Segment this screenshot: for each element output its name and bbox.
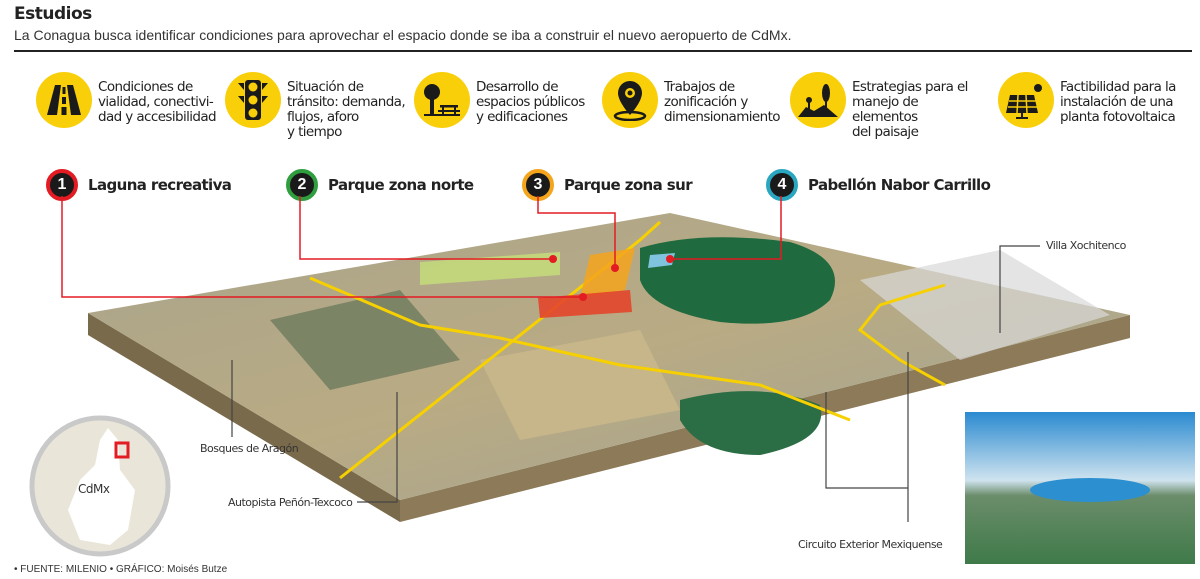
- map-side-left: [88, 313, 400, 522]
- label-circuito-exterior: Circuito Exterior Mexiquense: [798, 538, 943, 551]
- zone-2-area: [420, 252, 560, 285]
- page-subtitle: La Conagua busca identificar condiciones…: [14, 27, 792, 43]
- zone-2-label: 2 Parque zona norte: [286, 169, 474, 201]
- location-pin-icon: [602, 72, 658, 128]
- page-title: Estudios: [14, 4, 92, 24]
- label-autopista: Autopista Peñón-Texcoco: [228, 496, 353, 509]
- label-cdmx: CdMx: [78, 482, 110, 496]
- feature-text: Condiciones de vialidad, conectivi- dad …: [98, 79, 217, 125]
- leader-lines: [61, 196, 782, 298]
- zone-number-badge: 2: [286, 169, 318, 201]
- feature-text: Desarrollo de espacios públicos y edific…: [476, 79, 585, 125]
- park-bench-tree-icon: [414, 72, 470, 128]
- feature-traffic: Situación de tránsito: demanda, flujos, …: [225, 72, 417, 140]
- divider: [14, 50, 1192, 52]
- zone-name: Parque zona norte: [328, 176, 474, 194]
- feature-zoning: Trabajos de zonificación y dimensionamie…: [602, 72, 794, 128]
- feature-solar: Factibilidad para la instalación de una …: [998, 72, 1190, 128]
- landscape-icon: [790, 72, 846, 128]
- feature-text: Trabajos de zonificación y dimensionamie…: [664, 79, 781, 125]
- road-icon: [36, 72, 92, 128]
- label-villa-xochitenco: Villa Xochitenco: [1046, 239, 1126, 252]
- label-bosques-aragon: Bosques de Aragón: [200, 442, 299, 455]
- feature-landscape: Estrategias para el manejo de elementos …: [790, 72, 982, 140]
- feature-public-spaces: Desarrollo de espacios públicos y edific…: [414, 72, 606, 128]
- zone-4-label: 4 Pabellón Nabor Carrillo: [766, 169, 991, 201]
- feature-road: Condiciones de vialidad, conectivi- dad …: [36, 72, 228, 128]
- traffic-light-icon: [225, 72, 281, 128]
- solar-panel-icon: [998, 72, 1054, 128]
- location-marker: [114, 441, 130, 459]
- zone-3-area: [580, 248, 635, 298]
- roads: [309, 220, 946, 480]
- zone-name: Pabellón Nabor Carrillo: [808, 176, 991, 194]
- feature-text: Estrategias para el manejo de elementos …: [852, 79, 968, 140]
- zone-name: Laguna recreativa: [88, 176, 232, 194]
- zone-name: Parque zona sur: [564, 176, 693, 194]
- feature-text: Situación de tránsito: demanda, flujos, …: [287, 79, 406, 140]
- feature-text: Factibilidad para la instalación de una …: [1060, 79, 1176, 125]
- source-credit: • FUENTE: MILENIO • GRÁFICO: Moisés Butz…: [14, 564, 228, 575]
- zone-number-badge: 4: [766, 169, 798, 201]
